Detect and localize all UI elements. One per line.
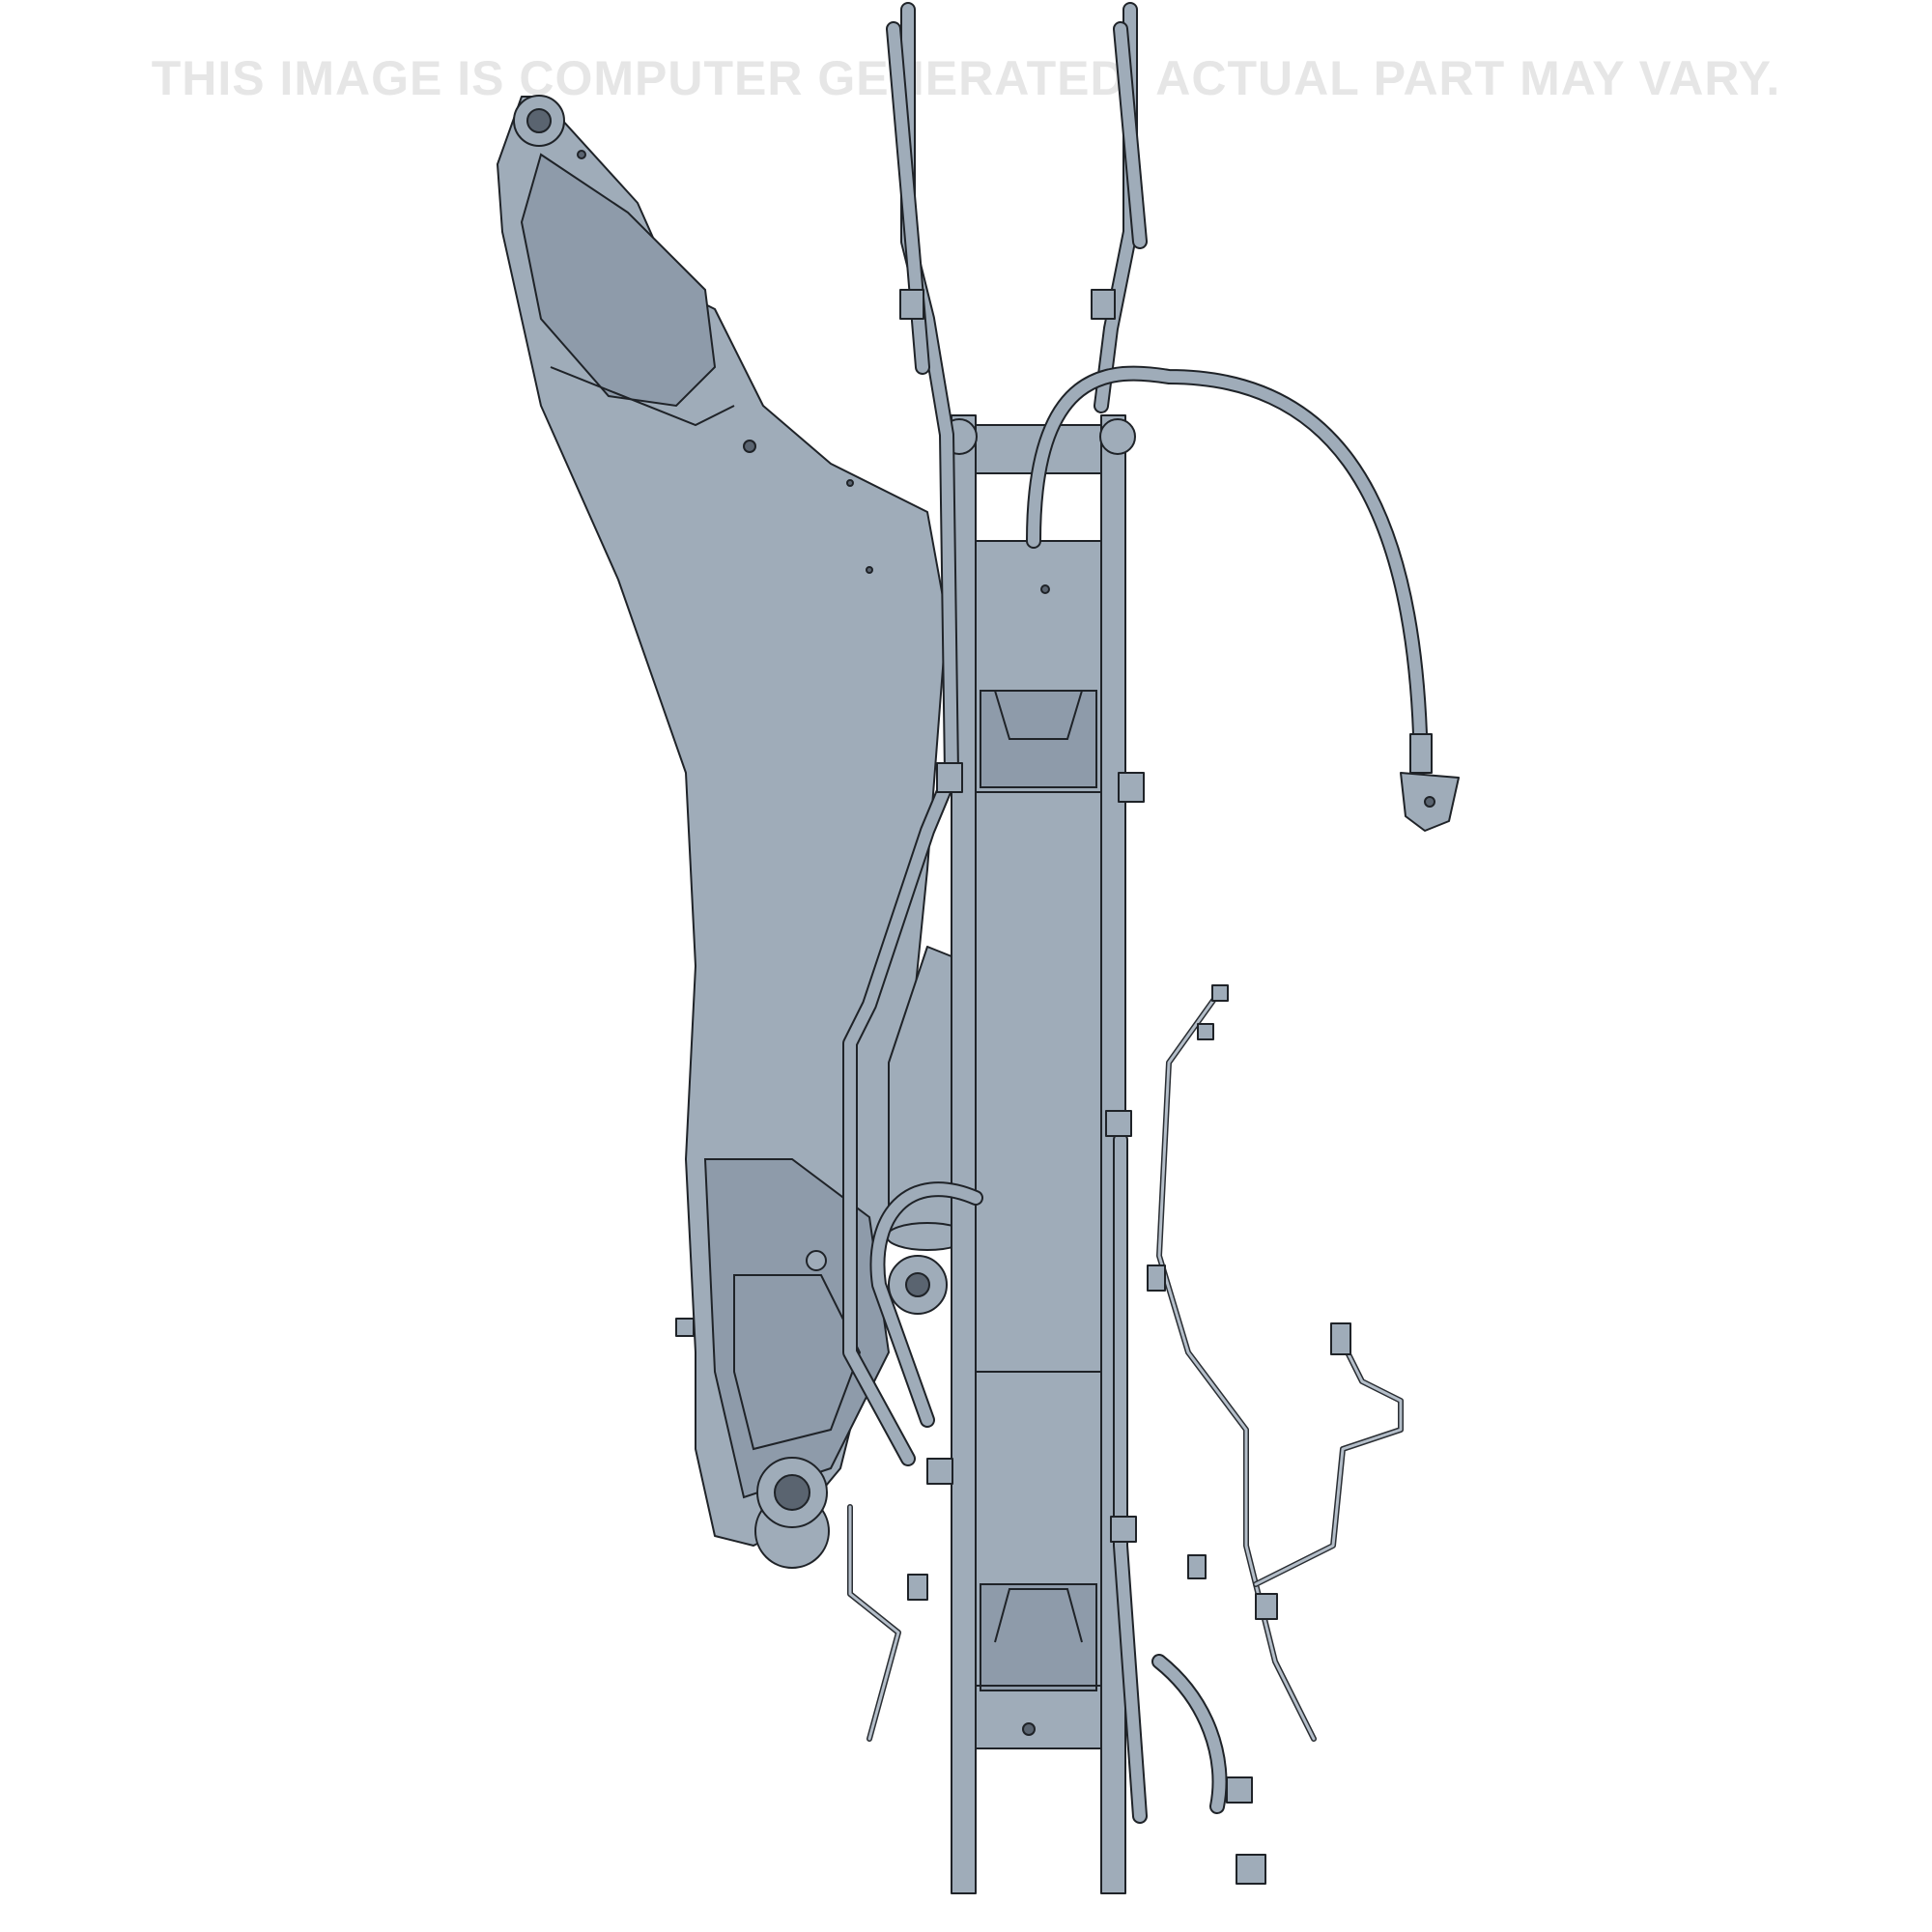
main-frame xyxy=(970,540,1107,1749)
arm-top-pivot xyxy=(513,95,565,147)
arm-bolts xyxy=(577,150,873,1271)
left-hydraulic-hoses xyxy=(842,2,983,1466)
hose-end-bracket xyxy=(1400,733,1460,832)
disclaimer-watermark: THIS IMAGE IS COMPUTER GENERATED; ACTUAL… xyxy=(151,51,1781,105)
arm-bottom-pivot xyxy=(754,1457,830,1569)
lift-arm xyxy=(497,96,948,1547)
wiring-harness xyxy=(847,992,1404,1742)
right-hydraulic-hoses xyxy=(1026,2,1428,1824)
electrical-connectors xyxy=(675,984,1351,1885)
hose-fittings xyxy=(899,289,1253,1804)
